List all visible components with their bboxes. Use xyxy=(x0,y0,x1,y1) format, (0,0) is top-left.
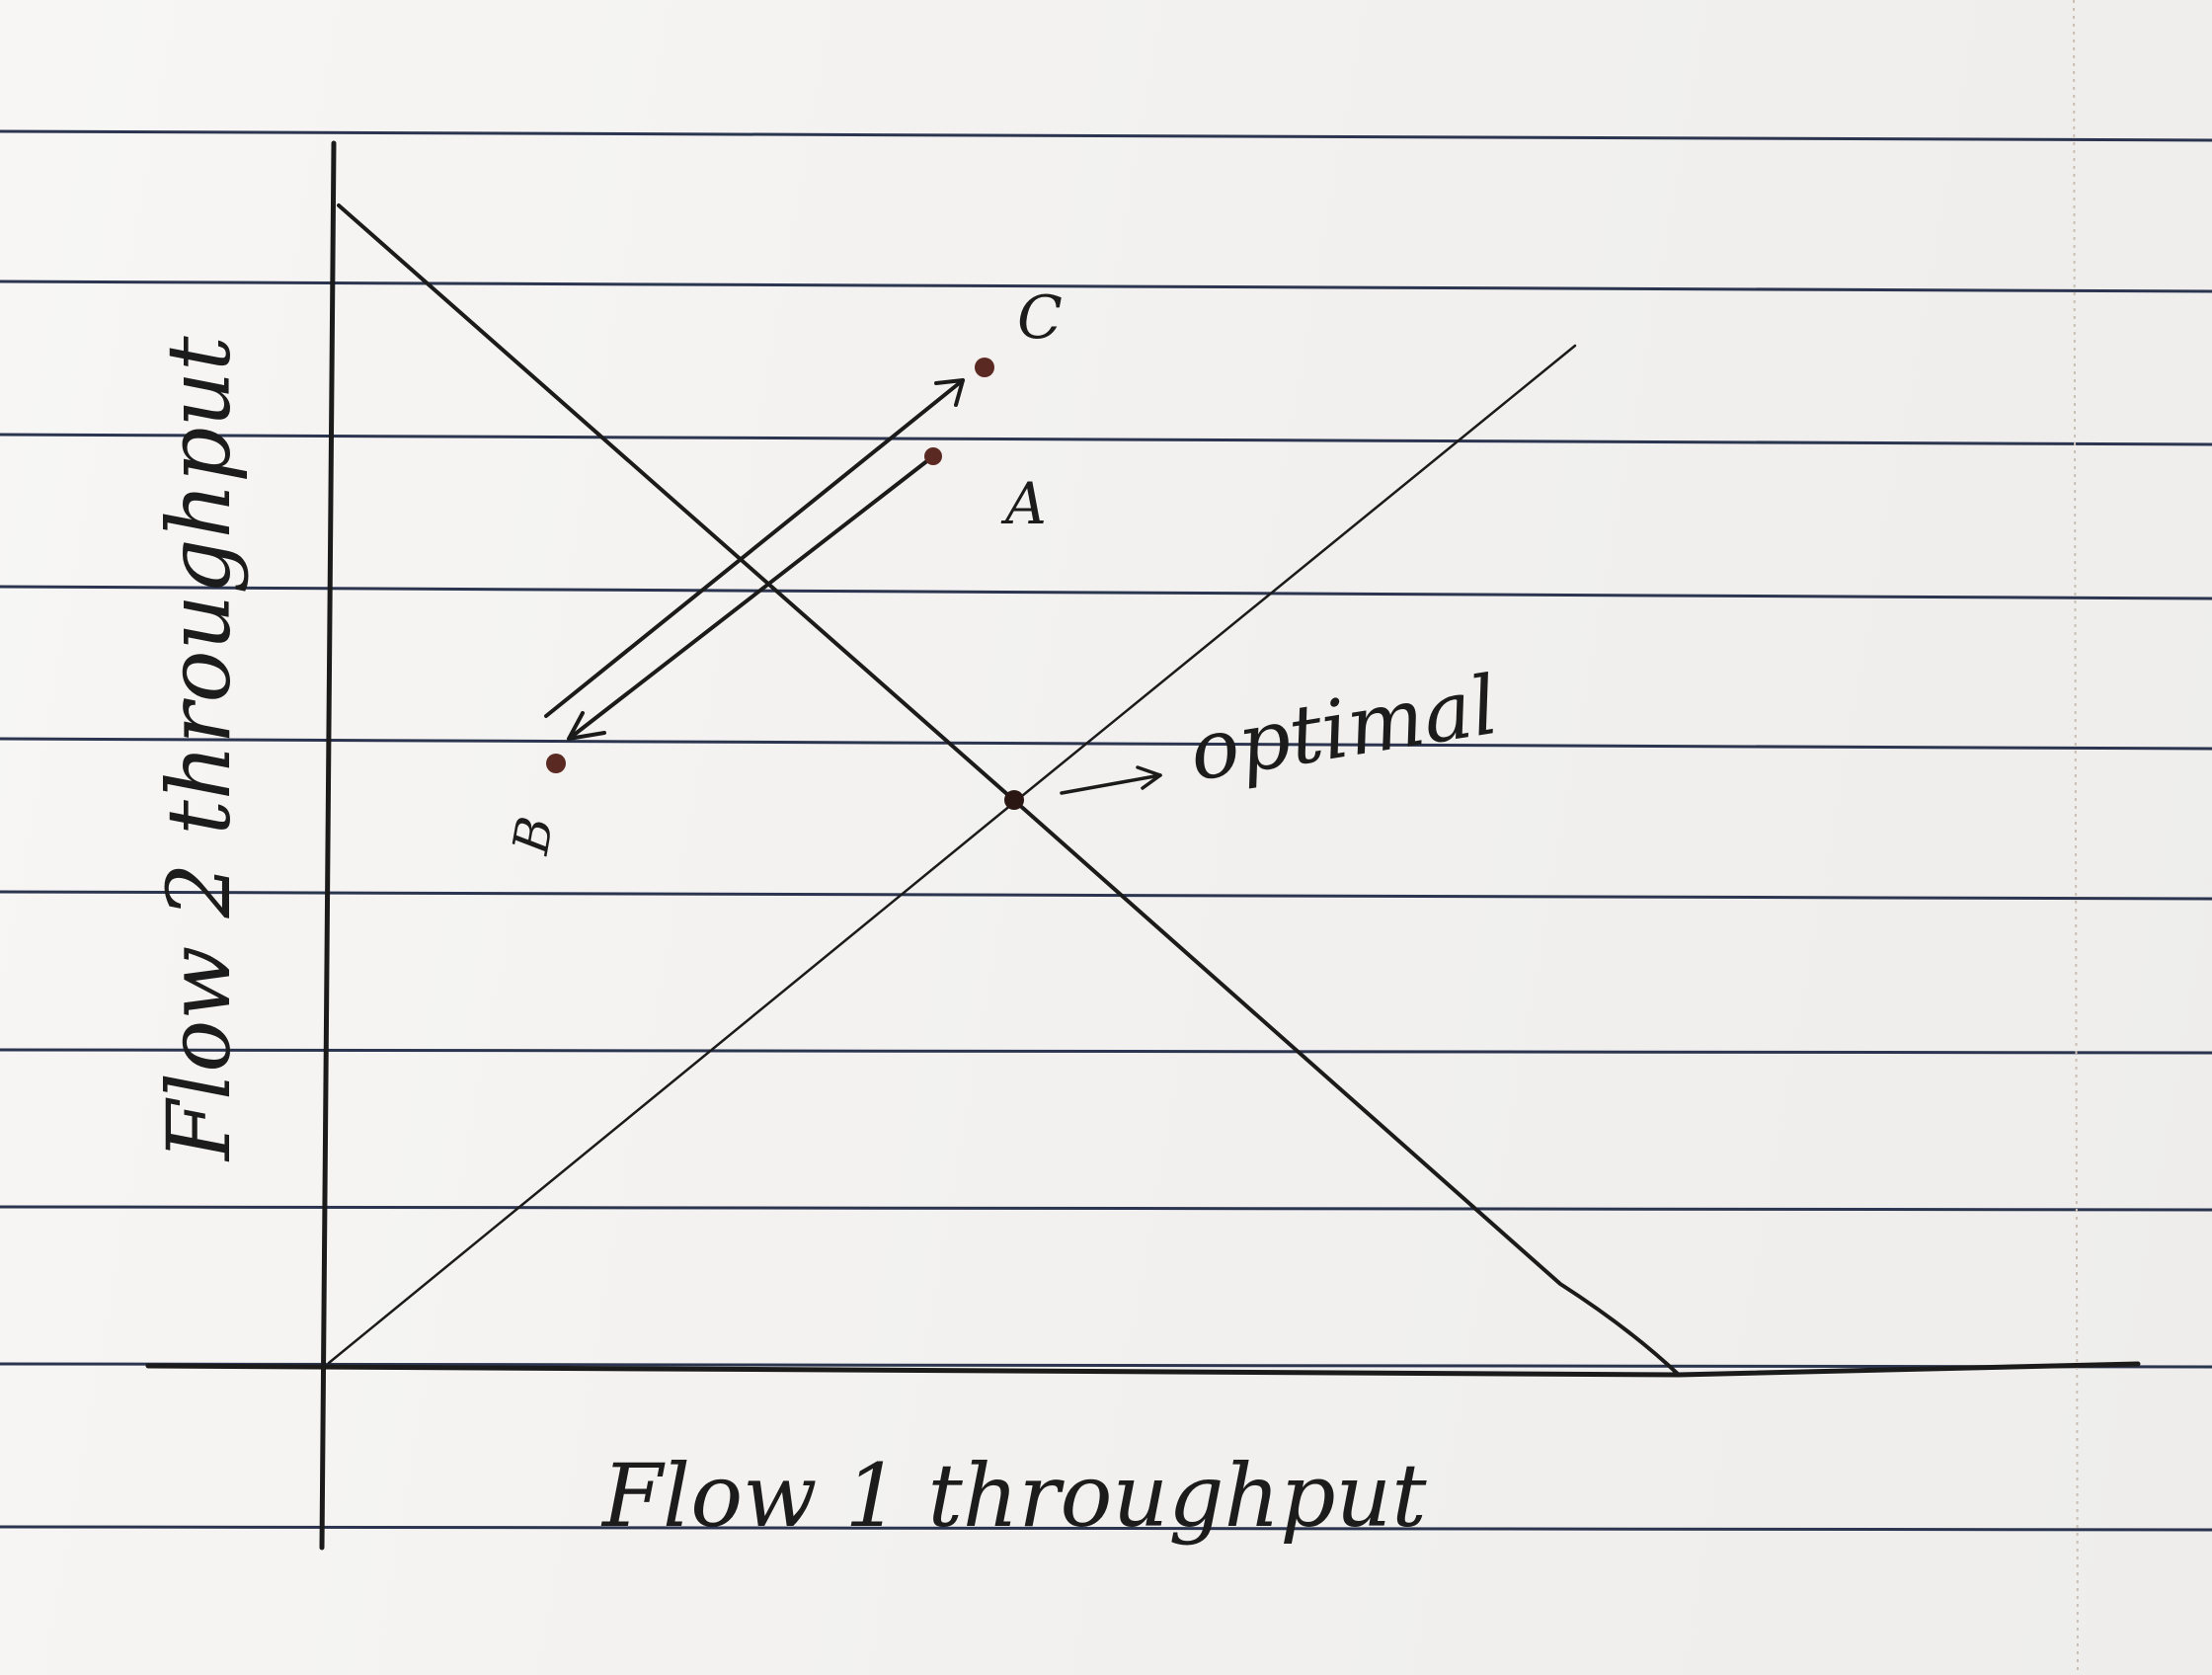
arrow-a-to-b xyxy=(571,454,935,738)
point-c xyxy=(975,358,994,377)
arrow-head-b xyxy=(567,711,606,741)
axes xyxy=(145,140,2141,1551)
ruled-line xyxy=(0,890,2212,901)
ruled-line xyxy=(0,1525,2212,1532)
ruled-line xyxy=(0,737,2212,751)
ruled-line xyxy=(0,585,2212,600)
ruled-line xyxy=(0,1048,2212,1055)
label-point-b: B xyxy=(502,813,565,859)
optimal-point xyxy=(1004,790,1024,810)
points xyxy=(546,358,1024,810)
arrow-head-c xyxy=(934,378,965,407)
ruled-line xyxy=(0,1362,2212,1369)
point-a xyxy=(924,447,942,465)
margin-line xyxy=(2073,0,2079,1675)
label-optimal: optimal xyxy=(1183,659,1504,800)
ruled-line xyxy=(0,1205,2212,1212)
point-b xyxy=(546,754,566,773)
ruled-line xyxy=(0,129,2212,142)
arrow-b-to-c xyxy=(544,378,965,718)
trajectory xyxy=(544,378,1162,795)
y-axis xyxy=(319,140,337,1551)
x-axis xyxy=(145,1361,2141,1378)
label-point-c: C xyxy=(1017,283,1063,353)
optimal-pointer-head xyxy=(1136,765,1162,790)
ruled-line xyxy=(0,433,2212,446)
y-axis-label: Flow 2 throughput xyxy=(148,336,250,1162)
labels: A B C optimal Flow 1 throughput Flow 2 t… xyxy=(148,283,1504,1547)
ruled-line xyxy=(0,279,2212,293)
x-axis-label: Flow 1 throughput xyxy=(600,1445,1427,1547)
optimal-pointer xyxy=(1060,773,1162,795)
fairness-line xyxy=(327,344,1577,1365)
efficiency-line xyxy=(337,203,1681,1377)
label-point-a: A xyxy=(1000,470,1047,537)
